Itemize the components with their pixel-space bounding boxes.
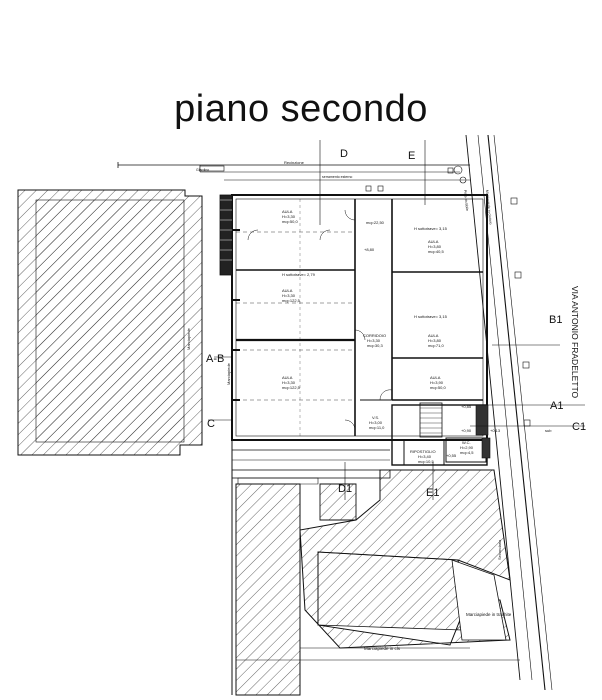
- room-aula-2: AULA H=3,30 mq=122,5: [282, 288, 301, 303]
- note-h085: +0,85: [461, 404, 472, 409]
- section-marker-d: D: [340, 148, 348, 160]
- label-marciapiede-trachite: Marciapiede in trachite: [466, 612, 512, 617]
- label-marciapiede-left: Marciapiede: [186, 327, 191, 350]
- svg-text:AULA: AULA: [428, 333, 439, 338]
- svg-text:CORRIDOIO: CORRIDOIO: [363, 333, 386, 338]
- section-marker-a1: A1: [550, 400, 563, 412]
- section-marker-d1: D1: [338, 483, 352, 495]
- section-marker-a-b: A-B: [206, 353, 224, 365]
- label-sub: sub: [545, 428, 552, 433]
- room-wc: W.C. H=2,90 mq=4,5: [460, 440, 474, 455]
- road-edges: [465, 134, 553, 691]
- label-marciapiede-road: Marciapiede in ciottolo: [485, 190, 493, 225]
- svg-text:mq=71,0: mq=71,0: [428, 343, 444, 348]
- section-marker-e: E: [408, 150, 415, 162]
- svg-text:H=3,30: H=3,30: [282, 214, 296, 219]
- section-marker-b1: B1: [549, 314, 562, 326]
- label-contro: serramento esterno: [322, 175, 352, 179]
- room-aula-r3: AULA H=3,90 mq=50,0: [430, 375, 446, 390]
- svg-text:mq=11,0: mq=11,0: [369, 425, 385, 430]
- page-title: piano secondo: [174, 88, 428, 130]
- label-pista: Pista ciclabile: [463, 190, 469, 212]
- svg-text:AULA: AULA: [282, 209, 293, 214]
- svg-text:mq=40,5: mq=40,5: [428, 249, 444, 254]
- svg-text:mq=10,5: mq=10,5: [418, 459, 434, 464]
- note-sottotrave-2: H sottotrave= 2,79: [282, 272, 316, 277]
- label-giardino: Giardino: [196, 168, 209, 172]
- svg-text:H=3,90: H=3,90: [430, 380, 444, 385]
- svg-text:AULA: AULA: [428, 239, 439, 244]
- note-h090: +0,90: [461, 428, 472, 433]
- room-vs: V.S. H=3,00 mq=11,0: [369, 415, 385, 430]
- section-lines: [208, 140, 585, 500]
- room-aula-1: AULA H=3,30 mq=50,0: [282, 209, 298, 224]
- svg-text:H=3,40: H=3,40: [418, 454, 432, 459]
- label-marciapiede-bottom: Marciapiede in cls: [364, 646, 401, 651]
- svg-text:H=3,30: H=3,30: [282, 293, 296, 298]
- svg-text:AULA: AULA: [430, 375, 441, 380]
- section-marker-e1: E1: [426, 487, 439, 499]
- service-block: [391, 404, 491, 466]
- room-ripostiglio: RIPOSTIGLIO H=3,40 mq=10,5: [410, 449, 436, 464]
- svg-text:H=3,30: H=3,30: [367, 338, 381, 343]
- note-sottotrave-1: H sottotrave= 3,15: [414, 226, 448, 231]
- note-h013: +0,13: [490, 428, 501, 433]
- street-name: VIA ANTONIO FRADELETTO: [570, 286, 580, 398]
- svg-text:mq=50,0: mq=50,0: [430, 385, 446, 390]
- svg-text:mq=50,0: mq=50,0: [282, 219, 298, 224]
- note-sottotrave-3: H sottotrave= 3,15: [414, 314, 448, 319]
- svg-text:W.C.: W.C.: [462, 440, 471, 445]
- svg-text:RIPOSTIGLIO: RIPOSTIGLIO: [410, 449, 436, 454]
- room-aula-r1: AULA H=3,80 mq=40,5: [428, 239, 444, 254]
- svg-text:H=3,80: H=3,80: [428, 338, 442, 343]
- svg-text:mq=30,3: mq=30,3: [367, 343, 383, 348]
- site-boundary: [117, 162, 470, 181]
- courtyard: [231, 440, 520, 696]
- room-aula-r2: AULA H=3,80 mq=71,0: [428, 333, 444, 348]
- svg-text:H=3,80: H=3,80: [428, 244, 442, 249]
- section-marker-c1: C1: [572, 421, 586, 433]
- site-markers: [365, 165, 531, 427]
- label-recinzione: Recinzione: [284, 160, 305, 165]
- adjacent-building-left: [17, 189, 203, 456]
- label-marciapiede-mid: Marciapiede: [226, 362, 231, 385]
- label-secondaria: Secondaria: [497, 539, 502, 560]
- svg-text:AULA: AULA: [282, 375, 293, 380]
- svg-text:AULA: AULA: [282, 288, 293, 293]
- room-corridoio: CORRIDOIO H=3,30 mq=30,3: [363, 333, 386, 348]
- room-aula-3: AULA H=3,30 mq=122,5: [282, 375, 301, 390]
- note-mq-a: mq=22,50: [366, 220, 385, 225]
- section-marker-c: C: [207, 418, 215, 430]
- svg-text:V.S.: V.S.: [372, 415, 379, 420]
- svg-text:H=3,30: H=3,30: [282, 380, 296, 385]
- svg-text:mq=122,5: mq=122,5: [282, 385, 301, 390]
- svg-text:mq=122,5: mq=122,5: [282, 298, 301, 303]
- note-mq-b: +8,80: [364, 247, 375, 252]
- svg-text:H=3,00: H=3,00: [369, 420, 383, 425]
- note-h055: +0,55: [446, 453, 457, 458]
- building-walls: [219, 194, 488, 441]
- svg-text:H=2,90: H=2,90: [460, 445, 474, 450]
- svg-text:mq=4,5: mq=4,5: [460, 450, 474, 455]
